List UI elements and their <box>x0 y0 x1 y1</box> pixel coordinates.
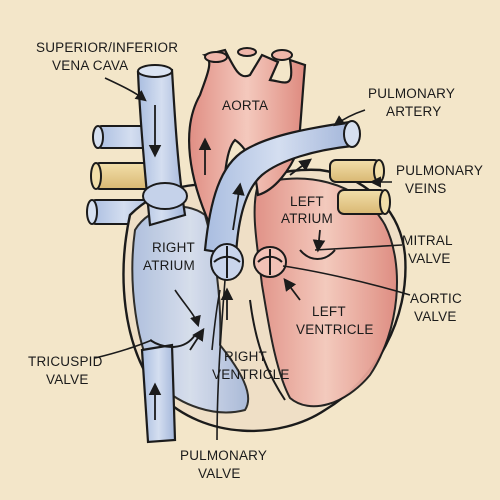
mitral-valve-shape <box>299 249 336 260</box>
label-mitral-valve-line1: MITRAL <box>402 233 453 248</box>
label-aortic-valve-line2: VALVE <box>414 309 457 324</box>
label-left-atrium-line2: ATRIUM <box>281 211 333 226</box>
label-right-atrium-line1: RIGHT <box>152 240 195 255</box>
label-pulmonary-veins-line1: PULMONARY <box>396 163 483 178</box>
label-pulmonary-valve-line1: PULMONARY <box>180 448 267 463</box>
septum <box>249 299 286 401</box>
label-superior-inferior: SUPERIOR/INFERIOR <box>36 40 178 55</box>
label-aortic-valve-line1: AORTIC <box>410 291 462 306</box>
label-tricuspid-valve-line2: VALVE <box>46 372 89 387</box>
label-pulmonary-artery-line2: ARTERY <box>386 104 441 119</box>
label-vena-cava: VENA CAVA <box>52 58 128 73</box>
tricuspid-valve-shape <box>149 334 196 348</box>
label-aorta: AORTA <box>222 98 268 113</box>
right-pulmonary-veins <box>329 159 391 215</box>
label-left-ventricle-line2: VENTRICLE <box>296 322 374 337</box>
label-right-ventricle-line2: VENTRICLE <box>212 367 290 382</box>
label-right-atrium-line2: ATRIUM <box>143 258 195 273</box>
label-right-ventricle-line1: RIGHT <box>224 349 267 364</box>
label-pulmonary-artery-line1: PULMONARY <box>368 86 455 101</box>
label-mitral-valve-line2: VALVE <box>408 251 451 266</box>
label-pulmonary-veins-line2: VEINS <box>405 181 447 196</box>
label-left-atrium-line1: LEFT <box>290 194 324 209</box>
label-tricuspid-valve-line1: TRICUSPID <box>28 354 103 369</box>
aorta-branches <box>204 47 293 63</box>
flow-arrows <box>148 105 326 420</box>
aorta <box>188 48 307 227</box>
inferior-vena-cava <box>140 343 177 444</box>
aortic-valve-shape <box>253 246 287 278</box>
pulmonary-valve-shape <box>210 243 244 281</box>
label-left-ventricle-line1: LEFT <box>312 304 346 319</box>
svc-junction <box>142 182 188 210</box>
label-pulmonary-valve-line2: VALVE <box>198 466 241 481</box>
pulmonary-artery-opening <box>343 120 361 148</box>
leader-lines <box>94 77 411 441</box>
svc-opening <box>137 64 173 78</box>
